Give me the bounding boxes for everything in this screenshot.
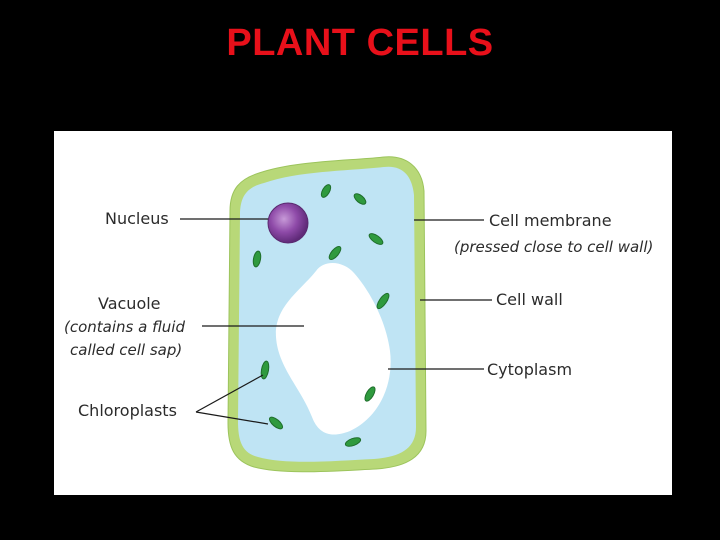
chloroplast bbox=[268, 416, 284, 430]
chloroplasts-leader-top bbox=[195, 374, 264, 413]
cell-membrane-label-line2: (pressed close to cell wall) bbox=[454, 238, 653, 256]
cell-wall-label: Cell wall bbox=[496, 290, 563, 309]
cell-membrane-label: Cell membrane bbox=[489, 211, 612, 230]
nucleus-label: Nucleus bbox=[105, 209, 169, 228]
chloroplast bbox=[260, 360, 270, 380]
vacuole-label-line2: (contains a fluid bbox=[64, 318, 185, 336]
plant-cell-svg: Nucleus Vacuole (contains a fluid called… bbox=[64, 156, 653, 473]
vacuole bbox=[275, 262, 391, 435]
chloroplast bbox=[252, 250, 262, 268]
vacuole-label-line3: called cell sap) bbox=[70, 341, 182, 359]
slide-title: PLANT CELLS bbox=[226, 22, 494, 64]
plant-cell-diagram: Nucleus Vacuole (contains a fluid called… bbox=[54, 131, 672, 495]
chloroplast bbox=[364, 386, 376, 402]
chloroplast bbox=[328, 245, 342, 261]
chloroplasts-label: Chloroplasts bbox=[78, 401, 177, 420]
chloroplast bbox=[376, 292, 390, 310]
cytoplasm-label: Cytoplasm bbox=[487, 360, 572, 379]
nucleus bbox=[267, 202, 309, 244]
chloroplast bbox=[320, 184, 332, 198]
chloroplast bbox=[344, 437, 362, 447]
vacuole-label: Vacuole bbox=[98, 294, 161, 313]
chloroplasts-leader-bottom bbox=[195, 411, 269, 425]
chloroplast bbox=[353, 193, 367, 205]
chloroplasts bbox=[252, 184, 390, 447]
chloroplast bbox=[368, 233, 384, 245]
